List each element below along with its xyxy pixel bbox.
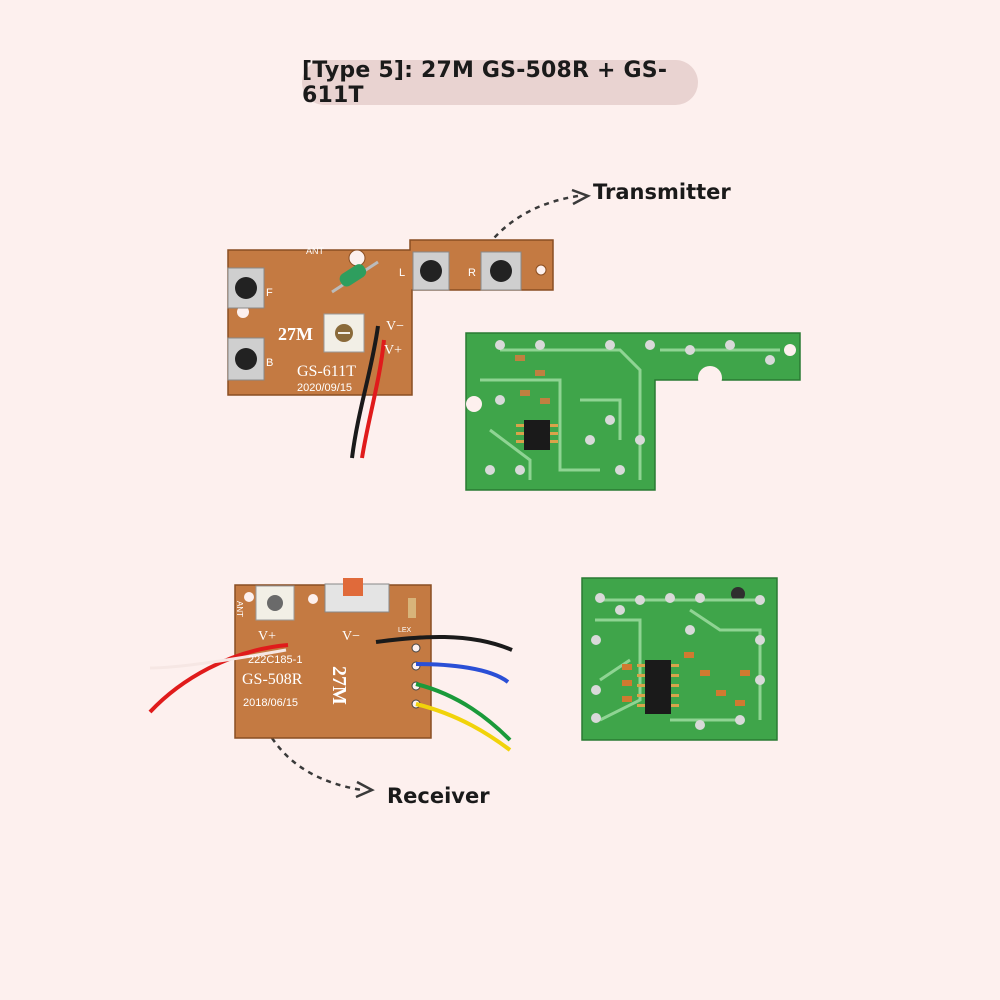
transmitter-arrowhead xyxy=(571,188,592,206)
potentiometer-icon xyxy=(323,313,365,353)
resistor-icon xyxy=(408,598,416,618)
tx-l-label: L xyxy=(399,267,405,279)
transmitter-label: Transmitter xyxy=(593,180,731,204)
button-b xyxy=(227,337,265,381)
transmitter-pcb-back xyxy=(465,332,801,491)
page-title: [Type 5]: 27M GS-508R + GS-611T xyxy=(302,58,698,108)
tx-date-label: 2020/09/15 xyxy=(297,382,352,394)
transmitter-pcb-front: ANT F B L R 27M V− V+ GS-611T 2020/09/15 xyxy=(227,239,554,459)
tx-r-label: R xyxy=(468,267,476,279)
rx-freq-label: 27M xyxy=(328,666,350,705)
button-r xyxy=(480,251,522,291)
transmitter-arrow xyxy=(487,194,579,246)
receiver-pcb-back xyxy=(581,577,778,741)
receiver-ic-chip-icon xyxy=(637,660,679,714)
tx-freq-label: 27M xyxy=(278,324,313,344)
rx-vminus-label: V− xyxy=(342,629,360,644)
button-f xyxy=(227,267,265,309)
receiver-arrowhead xyxy=(355,780,375,799)
rx-ant-label: ANT xyxy=(235,601,244,617)
tx-vminus-label: V− xyxy=(386,319,404,334)
rx-lex-label: LEX xyxy=(398,627,412,634)
tx-f-label: F xyxy=(266,287,273,299)
tx-ant-label: ANT xyxy=(306,246,325,256)
receiver-pcb-front: ANT V+ V− LEX 222C185-1 GS-508R 2018/06/… xyxy=(148,578,513,752)
receiver-label: Receiver xyxy=(387,784,490,808)
rx-model-label: GS-508R xyxy=(242,671,303,688)
receiver-arrow xyxy=(270,737,363,792)
ic-chip-icon xyxy=(516,420,558,450)
rx-part-label: 222C185-1 xyxy=(248,654,302,666)
receiver-potentiometer-icon xyxy=(255,585,295,621)
tx-vplus-label: V+ xyxy=(384,343,402,358)
tx-b-label: B xyxy=(266,357,273,369)
inductor-icon xyxy=(331,260,379,294)
tx-model-label: GS-611T xyxy=(297,363,356,380)
slide-switch-icon xyxy=(324,578,390,613)
rx-vplus-label: V+ xyxy=(258,629,276,644)
rx-date-label: 2018/06/15 xyxy=(243,697,298,709)
button-l xyxy=(412,251,450,291)
